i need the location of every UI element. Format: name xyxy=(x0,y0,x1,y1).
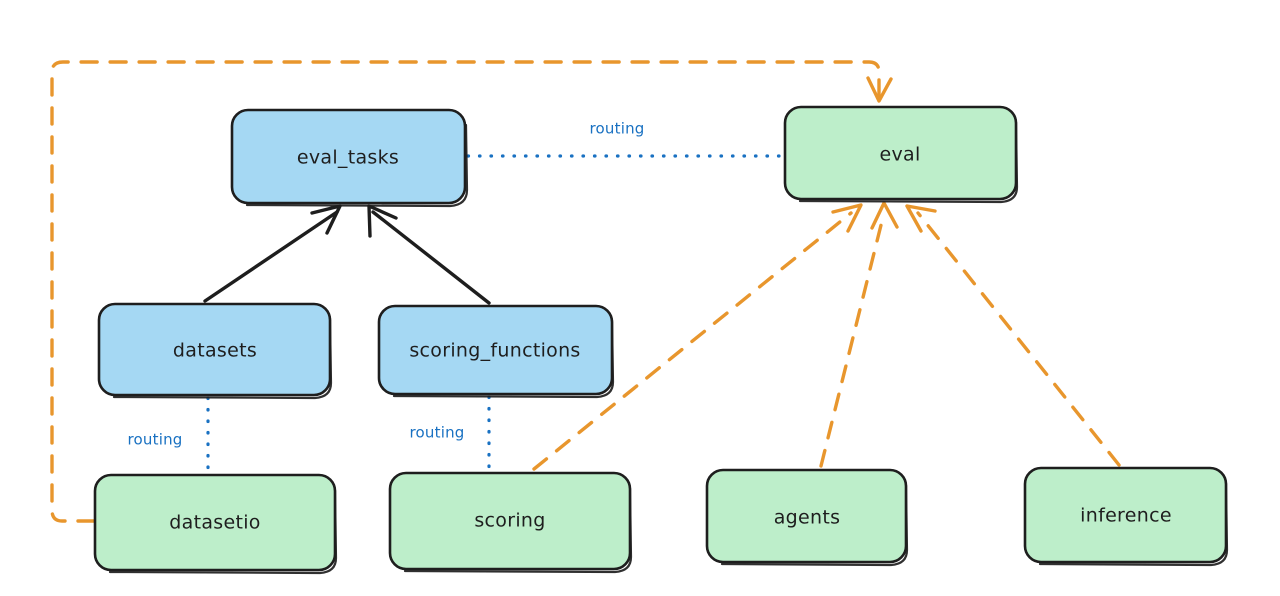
node-scoring[interactable]: scoring xyxy=(388,471,633,574)
edge-datasets-eval-tasks-line xyxy=(203,210,339,303)
node-inference[interactable]: inference xyxy=(1023,466,1229,567)
node-eval-box xyxy=(783,105,1018,201)
edge-scoring-functions-eval-tasks-line xyxy=(371,210,491,305)
edge-inference-eval[interactable] xyxy=(905,204,1121,467)
node-agents-label: agents xyxy=(774,507,841,529)
node-eval-tasks-label: eval_tasks xyxy=(297,147,399,169)
edge-datasetio-eval[interactable] xyxy=(50,60,893,523)
node-eval-sketch-outline xyxy=(798,120,1019,204)
node-inference-sketch-outline xyxy=(1038,481,1229,567)
node-scoring-box xyxy=(388,471,632,571)
node-scoring-functions[interactable]: scoring_functions xyxy=(377,304,615,399)
edge-inference-eval-arrowhead xyxy=(905,204,937,233)
node-scoring-functions-box xyxy=(377,304,614,396)
edge-label-routing-scoring: routing xyxy=(410,424,465,442)
node-scoring-functions-label: scoring_functions xyxy=(409,340,580,362)
edge-agents-eval-arrowhead xyxy=(870,201,899,230)
edge-scoring-eval[interactable] xyxy=(532,203,863,471)
edge-scoring-eval-arrowhead xyxy=(831,203,863,233)
edge-datasetio-eval-arrowhead xyxy=(866,76,893,103)
node-datasets-label: datasets xyxy=(173,340,257,362)
node-datasetio[interactable]: datasetio xyxy=(93,473,338,575)
node-inference-box xyxy=(1023,466,1228,564)
edges-layer xyxy=(50,60,1121,523)
node-scoring-label: scoring xyxy=(474,510,545,532)
edge-scoring-functions-eval-tasks[interactable] xyxy=(367,204,491,305)
edge-datasets-eval-tasks[interactable] xyxy=(203,204,342,303)
node-eval-tasks[interactable]: eval_tasks xyxy=(230,108,469,208)
node-datasets-sketch-outline xyxy=(112,316,333,400)
node-scoring-functions-sketch-outline xyxy=(392,318,615,399)
node-inference-label: inference xyxy=(1080,505,1172,527)
edge-inference-eval-line xyxy=(916,211,1121,467)
node-agents-box xyxy=(705,468,908,564)
edge-labels-layer: routing routing routing xyxy=(128,120,645,449)
node-eval[interactable]: eval xyxy=(783,105,1019,204)
edge-label-routing-datasets: routing xyxy=(128,431,183,449)
node-datasetio-sketch-outline xyxy=(108,488,338,575)
node-scoring-sketch-outline xyxy=(403,486,633,574)
node-datasets[interactable]: datasets xyxy=(97,302,333,400)
edge-agents-eval[interactable] xyxy=(819,201,899,468)
edge-datasetio-eval-line xyxy=(50,60,881,523)
node-eval-tasks-box xyxy=(230,108,467,205)
node-agents[interactable]: agents xyxy=(705,468,909,567)
nodes-layer: eval_tasks eval datasets scoring_functio… xyxy=(93,105,1229,575)
node-datasets-box xyxy=(97,302,332,397)
node-datasetio-box xyxy=(93,473,337,572)
node-datasetio-label: datasetio xyxy=(169,512,260,534)
edge-label-routing-top: routing xyxy=(590,120,645,138)
node-eval-label: eval xyxy=(879,144,920,166)
edge-agents-eval-line xyxy=(819,211,886,468)
node-eval-tasks-sketch-outline xyxy=(245,123,469,208)
node-agents-sketch-outline xyxy=(720,483,909,567)
edge-scoring-eval-line xyxy=(532,211,853,471)
